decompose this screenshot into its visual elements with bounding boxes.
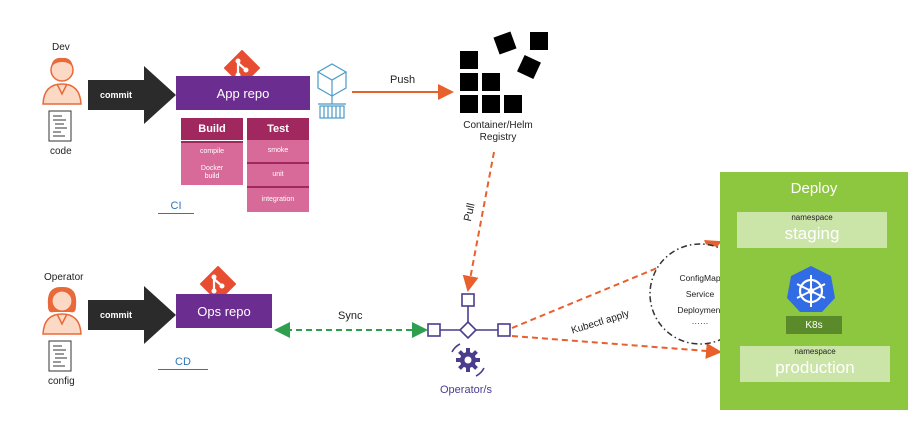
deploy-box: Deploy namespace staging K8s namespace p… <box>720 172 908 410</box>
test-step-label: integration <box>261 196 295 203</box>
kubectl-arrow-production <box>511 335 722 359</box>
staging-namespace: namespace staging <box>737 212 887 248</box>
build-step-label: Docker build <box>200 165 224 180</box>
resource-deployment: Deployment <box>677 305 723 315</box>
operator-commit-arrow: commit <box>88 300 144 330</box>
build-title: Build <box>198 123 226 135</box>
registry-label: Container/Helm Registry <box>450 120 546 144</box>
operators-icon <box>427 293 511 377</box>
test-step-unit: unit <box>247 164 309 188</box>
k8s-icon <box>787 266 835 312</box>
registry-label-line1: Container/Helm <box>463 120 533 131</box>
registry-label-line2: Registry <box>479 132 517 143</box>
production-name: production <box>775 358 855 377</box>
dev-commit-arrow: commit <box>88 80 144 110</box>
ops-repo-box[interactable]: Ops repo <box>176 294 272 328</box>
code-document-icon <box>48 110 72 142</box>
resources-list: ConfigMap Service Deployment …… <box>660 270 740 326</box>
ci-label: CI <box>158 200 194 214</box>
dev-commit-arrowhead <box>144 66 176 124</box>
staging-name: staging <box>784 224 840 243</box>
app-repo-label: App repo <box>216 85 270 101</box>
build-step-compile: compile <box>181 141 243 161</box>
code-label: code <box>50 146 72 157</box>
operator-label: Operator <box>44 272 84 283</box>
operators-label: Operator/s <box>440 384 492 396</box>
test-step-label: unit <box>272 171 284 178</box>
cd-label: CD <box>158 356 208 370</box>
ops-repo-label: Ops repo <box>197 303 251 319</box>
sync-label: Sync <box>338 310 363 322</box>
ops-git-icon <box>200 266 236 302</box>
test-title: Test <box>267 123 289 135</box>
test-step-integration: integration <box>247 188 309 212</box>
pull-arrow <box>462 151 495 292</box>
build-step-docker: Docker build <box>181 161 243 185</box>
dev-avatar-icon <box>42 57 82 105</box>
push-label: Push <box>390 74 416 86</box>
dev-label: Dev <box>52 42 70 53</box>
resource-service: Service <box>685 289 715 299</box>
test-step-label: smoke <box>267 147 289 154</box>
k8s-label-box: K8s <box>786 316 842 334</box>
test-header: Test <box>247 118 309 140</box>
staging-namespace-label: namespace <box>791 213 833 222</box>
resource-configmap: ConfigMap <box>679 273 721 283</box>
deploy-title: Deploy <box>790 180 838 197</box>
operator-avatar-icon <box>42 286 82 335</box>
test-step-smoke: smoke <box>247 140 309 164</box>
kubectl-arrow-staging <box>511 239 722 329</box>
production-namespace: namespace production <box>740 346 890 382</box>
resource-more: …… <box>691 316 709 326</box>
k8s-label: K8s <box>805 319 823 331</box>
operator-commit-label: commit <box>99 310 132 320</box>
container-icon <box>316 63 348 119</box>
app-repo-box[interactable]: App repo <box>176 76 310 110</box>
production-namespace-label: namespace <box>794 347 836 356</box>
registry-icon <box>460 31 548 113</box>
operator-commit-arrowhead <box>144 286 176 344</box>
config-label: config <box>48 376 75 387</box>
build-header: Build <box>181 118 243 140</box>
config-document-icon <box>48 340 72 372</box>
build-step-label: compile <box>199 148 225 155</box>
dev-commit-label: commit <box>99 90 132 100</box>
